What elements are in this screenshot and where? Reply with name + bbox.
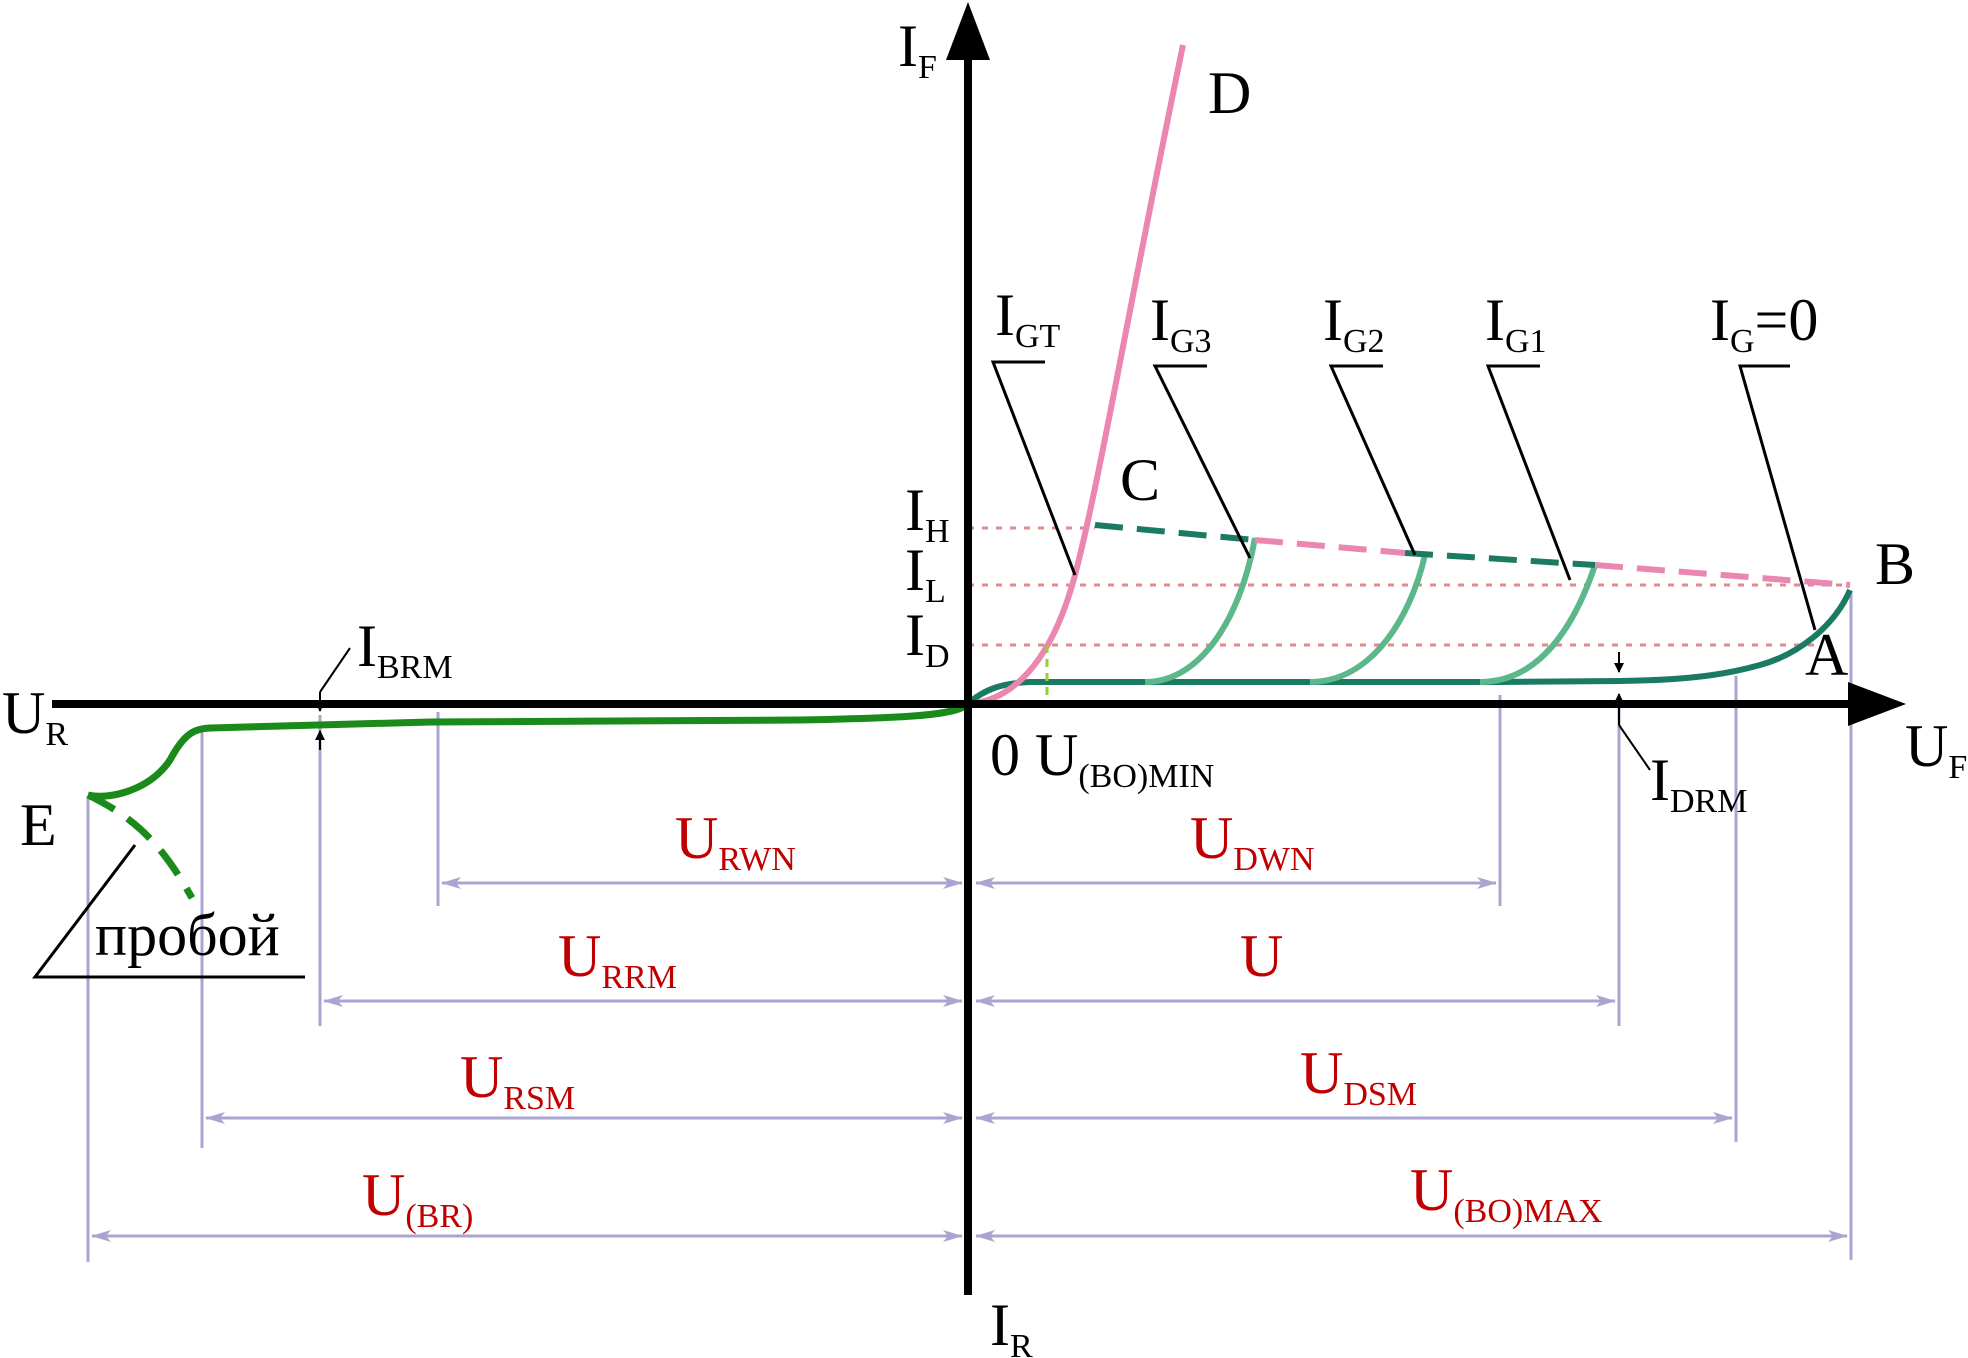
origin-label: 0 bbox=[990, 722, 1020, 788]
idrm-label: IDRM bbox=[1650, 747, 1747, 820]
x-axis-arrowhead bbox=[1848, 682, 1906, 726]
id-label: ID bbox=[905, 602, 950, 675]
if-axis-label: IF bbox=[898, 13, 937, 86]
breakdown-note: пробой bbox=[95, 902, 280, 968]
ig1-curve bbox=[1479, 564, 1598, 685]
breakdown-dashed-curve bbox=[86, 791, 196, 900]
ursm-label: URSM bbox=[460, 1044, 575, 1117]
uf-axis-label: UF bbox=[1905, 713, 1967, 786]
holding-dashed-pink bbox=[1254, 537, 1406, 556]
holding-dashed-dark bbox=[1094, 522, 1256, 543]
holding-dashed-pink-2 bbox=[1594, 562, 1851, 588]
current-level-lines bbox=[968, 526, 1850, 647]
ig0-label: IG=0 bbox=[1710, 287, 1818, 360]
point-e-label: E bbox=[20, 792, 57, 858]
ibrm-marker bbox=[315, 647, 351, 750]
ig2-leader bbox=[1328, 364, 1417, 556]
u-label: U bbox=[1240, 923, 1283, 989]
urwn-label: URWN bbox=[675, 805, 796, 878]
igt-label: IGT bbox=[995, 282, 1061, 355]
ig3-curve bbox=[1144, 537, 1258, 685]
urrm-label: URRM bbox=[558, 923, 677, 996]
y-axis-arrowhead bbox=[946, 2, 990, 60]
ubomin-label: U(BO)MIN bbox=[1035, 722, 1214, 795]
ubr-label: U(BR) bbox=[362, 1162, 473, 1235]
gate-curves bbox=[1144, 537, 1598, 685]
point-d-label: D bbox=[1208, 60, 1251, 126]
on-state-curve bbox=[967, 44, 1186, 707]
ibrm-label: IBRM bbox=[357, 613, 453, 686]
il-label: IL bbox=[905, 537, 946, 610]
udsm-label: UDSM bbox=[1300, 1040, 1417, 1113]
ig0-leader bbox=[1738, 364, 1817, 631]
point-c-label: C bbox=[1120, 447, 1160, 513]
reverse-blocking-curve bbox=[87, 701, 971, 800]
ig3-leader bbox=[1152, 364, 1252, 559]
ih-label: IH bbox=[905, 477, 950, 550]
ir-axis-label: IR bbox=[990, 1292, 1033, 1358]
leader-lines bbox=[31, 360, 1817, 979]
ig1-label: IG1 bbox=[1485, 287, 1547, 360]
ig2-curve bbox=[1309, 554, 1428, 685]
ur-axis-label: UR bbox=[2, 680, 68, 753]
forward-blocking-curve bbox=[965, 588, 1853, 707]
ig1-leader bbox=[1485, 364, 1572, 581]
breakdown-leader bbox=[31, 844, 305, 979]
ig3-label: IG3 bbox=[1150, 287, 1212, 360]
extension-lines bbox=[86, 592, 1853, 1262]
point-b-label: B bbox=[1875, 531, 1915, 597]
igt-leader bbox=[990, 360, 1077, 576]
point-a-label: A bbox=[1805, 622, 1848, 688]
dimension-arrows bbox=[91, 877, 1848, 1242]
holding-dashed-dark-2 bbox=[1404, 550, 1596, 568]
idrm-marker bbox=[1614, 652, 1651, 771]
udwn-label: UDWN bbox=[1190, 805, 1315, 878]
ubomax-label: U(BO)MAX bbox=[1410, 1157, 1603, 1230]
ig2-label: IG2 bbox=[1323, 287, 1385, 360]
